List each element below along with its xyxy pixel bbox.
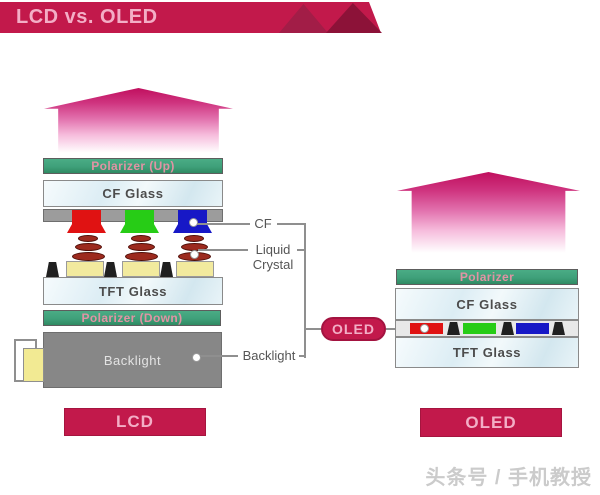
liquid-crystal-molecule xyxy=(184,235,204,242)
red-subpixel xyxy=(72,210,101,224)
tft-electrode xyxy=(122,261,160,277)
backlight-callout-dot xyxy=(192,353,201,362)
tft-electrode xyxy=(176,261,214,277)
liquid-crystal-molecule xyxy=(127,243,155,251)
blue-subpixel-base xyxy=(173,224,212,233)
green-subpixel-base xyxy=(120,224,159,233)
lcd-light-arrow-icon xyxy=(44,88,233,157)
callout-bracket-line xyxy=(304,223,306,358)
backlight-lamp-bulb-icon xyxy=(23,348,44,382)
liquid-crystal-molecule xyxy=(71,252,105,261)
cf-callout-line xyxy=(277,223,306,225)
liquid-crystal-callout-label: Liquid xyxy=(255,242,291,257)
lcd-polarizer-up-layer: Polarizer (Up) xyxy=(43,158,223,174)
tft-transistor xyxy=(46,262,59,277)
liquid-crystal-callout-line xyxy=(198,249,248,251)
tft-transistor xyxy=(160,262,173,277)
oled-light-arrow-icon xyxy=(397,172,580,258)
oled-transistor xyxy=(501,322,514,335)
lcd-caption: LCD xyxy=(64,408,206,436)
oled-tft-glass-layer: TFT Glass xyxy=(395,337,579,368)
oled-connector-line xyxy=(305,328,321,330)
oled-blue-emitter xyxy=(516,323,549,334)
page-title: LCD vs. OLED xyxy=(16,6,158,28)
oled-badge: OLED xyxy=(321,317,386,341)
oled-green-emitter xyxy=(463,323,496,334)
backlight-callout-label: Backlight xyxy=(242,348,296,363)
green-subpixel xyxy=(125,210,154,224)
oled-transistor xyxy=(447,322,460,335)
blue-subpixel xyxy=(178,210,207,224)
lcd-cf-glass-layer: CF Glass xyxy=(43,180,223,207)
tft-electrode xyxy=(66,261,104,277)
cf-callout-label: CF xyxy=(254,216,272,231)
liquid-crystal-molecule xyxy=(78,235,98,242)
oled-polarizer-layer: Polarizer xyxy=(396,269,578,285)
watermark: 头条号 / 手机教授 xyxy=(425,467,592,489)
lcd-polarizer-down-layer: Polarizer (Down) xyxy=(43,310,221,326)
backlight-callout-line xyxy=(200,355,238,357)
oled-transistor xyxy=(552,322,565,335)
liquid-crystal-callout-line xyxy=(297,249,306,251)
cf-callout-dot xyxy=(189,218,198,227)
liquid-crystal-callout-dot xyxy=(190,250,199,259)
liquid-crystal-molecule xyxy=(74,243,102,251)
backlight-callout-line xyxy=(299,355,306,357)
oled-caption: OLED xyxy=(420,408,562,437)
liquid-crystal-callout-label: Crystal xyxy=(252,257,294,272)
oled-cf-glass-layer: CF Glass xyxy=(395,288,579,320)
oled-callout-dot xyxy=(420,324,429,333)
liquid-crystal-molecule xyxy=(131,235,151,242)
lcd-tft-glass-layer: TFT Glass xyxy=(43,277,223,305)
tft-transistor xyxy=(104,262,117,277)
liquid-crystal-molecule xyxy=(124,252,158,261)
cf-callout-line xyxy=(197,223,250,225)
red-subpixel-base xyxy=(67,224,106,233)
